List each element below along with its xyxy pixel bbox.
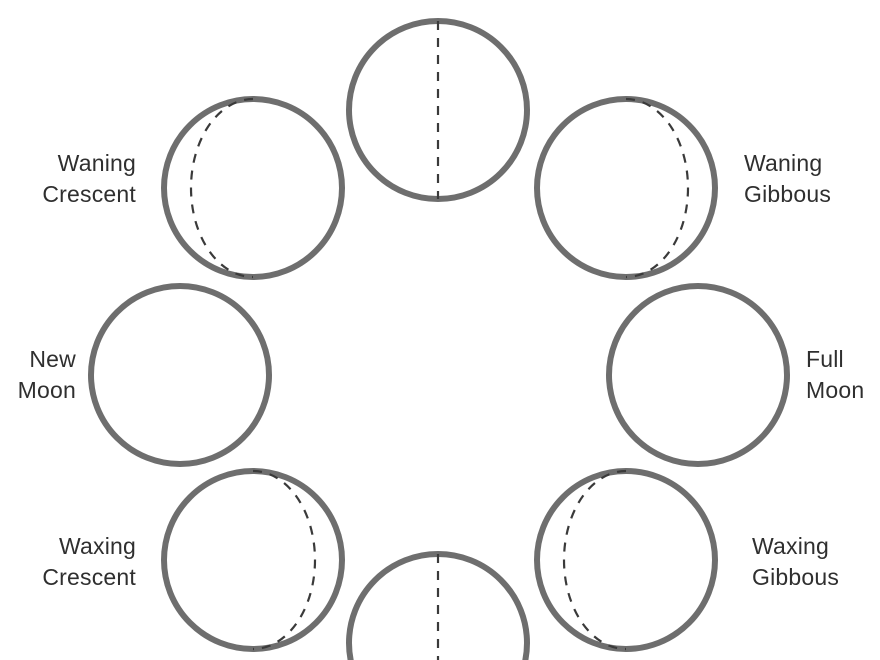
label-waning-crescent: Waning Crescent bbox=[42, 150, 136, 207]
label-full-moon: Full Moon bbox=[806, 346, 865, 403]
moon-circle-first-quarter-top bbox=[346, 18, 530, 202]
moon-circle-waning-crescent bbox=[161, 96, 345, 280]
moon-circle-waxing-gibbous bbox=[534, 468, 718, 652]
terminator-arc-waning-gibbous bbox=[625, 97, 690, 279]
moon-circle-new-moon bbox=[88, 283, 272, 467]
label-new-moon: New Moon bbox=[17, 346, 76, 403]
terminator-arc-waxing-crescent bbox=[252, 469, 317, 651]
moon-circle-waning-gibbous bbox=[534, 96, 718, 280]
moon-circle-full-moon bbox=[606, 283, 790, 467]
moon-circle-waxing-crescent bbox=[161, 468, 345, 652]
moon-circle-last-quarter-bottom bbox=[346, 551, 530, 660]
label-waxing-gibbous: Waxing Gibbous bbox=[752, 533, 840, 590]
moon-outline-new-moon bbox=[88, 283, 272, 467]
terminator-arc-waning-crescent bbox=[189, 97, 254, 279]
terminator-arc-waxing-gibbous bbox=[562, 469, 627, 651]
moon-outline-full-moon bbox=[606, 283, 790, 467]
label-waning-gibbous: Waning Gibbous bbox=[744, 150, 832, 207]
label-waxing-crescent: Waxing Crescent bbox=[42, 533, 136, 590]
